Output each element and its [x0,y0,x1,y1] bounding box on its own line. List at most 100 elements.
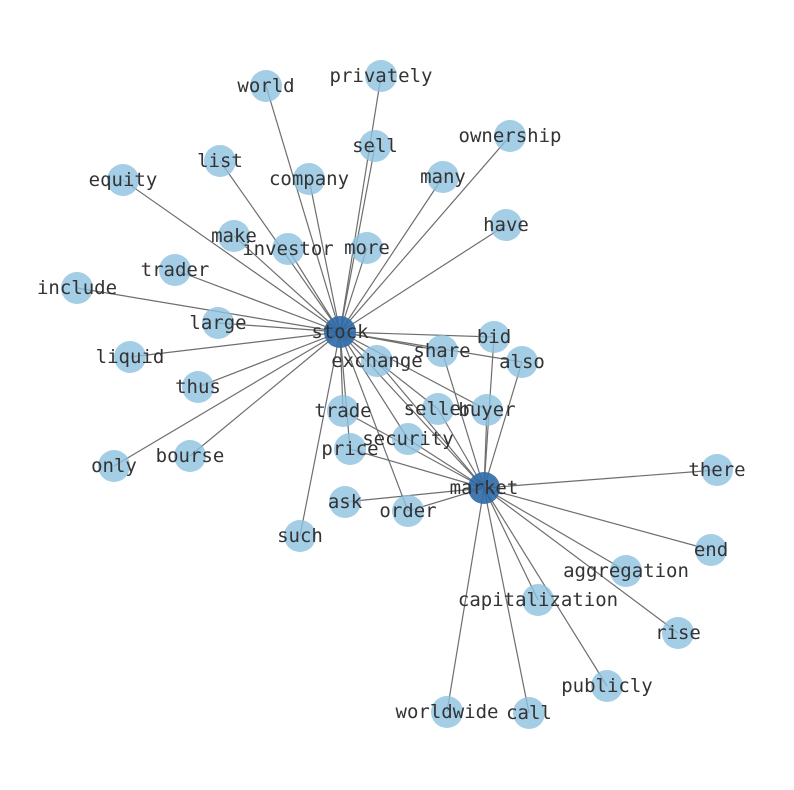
edge-stock-trader [174,269,341,333]
node-thus[interactable] [182,371,214,403]
node-label-price: price [321,438,378,460]
edge-market-share [441,350,485,489]
node-label-buyer: buyer [458,399,515,421]
edges-layer [76,75,718,714]
node-rise[interactable] [662,617,694,649]
node-label-have: have [483,214,529,236]
node-label-company: company [269,168,349,190]
node-label-stock: stock [311,321,369,343]
node-label-rise: rise [655,622,701,644]
node-only[interactable] [98,450,130,482]
node-call[interactable] [513,697,545,729]
node-label-many: many [420,166,466,188]
node-label-seller: seller [404,398,473,420]
node-label-sell: sell [352,135,398,157]
node-company[interactable] [293,163,325,195]
node-label-ask: ask [328,491,363,513]
node-label-large: large [189,312,246,334]
edge-stock-ownership [339,135,511,333]
node-label-bourse: bourse [156,445,225,467]
node-label-list: list [197,150,243,172]
edge-stock-make [233,235,341,333]
edge-stock-have [339,224,507,333]
node-such[interactable] [284,520,316,552]
node-label-market: market [450,477,519,499]
node-label-make: make [211,225,257,247]
node-bourse[interactable] [174,440,206,472]
edge-market-rise [483,487,679,634]
edge-market-capitalization [483,487,539,601]
node-label-only: only [91,455,137,477]
node-capitalization[interactable] [522,584,554,616]
node-label-liquid: liquid [96,346,165,368]
node-stock[interactable] [324,316,356,348]
node-label-ownership: ownership [459,125,562,147]
node-more[interactable] [351,232,383,264]
node-have[interactable] [490,209,522,241]
node-worldwide[interactable] [431,696,463,728]
node-make[interactable] [218,220,250,252]
node-list[interactable] [204,145,236,177]
edge-stock-security [339,331,409,440]
node-label-world: world [237,75,294,97]
node-equity[interactable] [107,164,139,196]
node-label-trade: trade [314,400,371,422]
node-label-publicly: publicly [561,675,653,697]
node-label-also: also [499,351,545,373]
edge-stock-include [76,287,341,333]
node-world[interactable] [250,70,282,102]
node-buyer[interactable] [471,394,503,426]
edge-market-worldwide [446,487,485,713]
node-label-equity: equity [89,169,158,191]
edge-stock-world [265,85,341,333]
edge-market-aggregation [483,487,627,572]
node-seller[interactable] [422,393,454,425]
node-many[interactable] [427,161,459,193]
node-label-such: such [277,525,323,547]
edge-market-end [483,487,712,551]
node-liquid[interactable] [114,341,146,373]
edge-stock-company [308,178,341,333]
edge-stock-liquid [129,331,341,358]
edge-stock-bid [339,331,495,338]
node-publicly[interactable] [591,670,623,702]
node-trader[interactable] [159,254,191,286]
node-bid[interactable] [478,321,510,353]
node-label-include: include [37,277,117,299]
node-exchange[interactable] [361,345,393,377]
node-ask[interactable] [329,486,361,518]
node-trade[interactable] [327,395,359,427]
edge-stock-such [299,331,341,537]
edge-stock-thus [197,331,341,388]
labels-layer: stock market privately world ownership sell li… [37,65,746,724]
node-include[interactable] [61,272,93,304]
node-label-there: there [688,459,745,481]
node-label-privately: privately [330,65,433,87]
edge-market-ask [344,487,485,503]
node-label-bid: bid [477,326,511,348]
node-ownership[interactable] [494,120,526,152]
node-sell[interactable] [359,130,391,162]
node-large[interactable] [202,307,234,339]
node-there[interactable] [701,454,733,486]
node-market[interactable] [468,472,500,504]
node-investor[interactable] [272,233,304,265]
node-label-worldwide: worldwide [396,701,499,723]
edge-stock-price [339,331,351,450]
node-privately[interactable] [365,60,397,92]
edge-market-call [483,487,530,714]
node-also[interactable] [506,346,538,378]
node-share[interactable] [426,335,458,367]
node-aggregation[interactable] [610,555,642,587]
node-security[interactable] [392,423,424,455]
node-end[interactable] [695,534,727,566]
edge-stock-equity [122,179,341,333]
edge-market-exchange [376,360,485,489]
node-label-call: call [506,702,552,724]
edge-stock-privately [339,75,382,333]
node-price[interactable] [334,433,366,465]
node-order[interactable] [392,495,424,527]
node-label-exchange: exchange [331,350,423,372]
node-label-thus: thus [175,376,221,398]
